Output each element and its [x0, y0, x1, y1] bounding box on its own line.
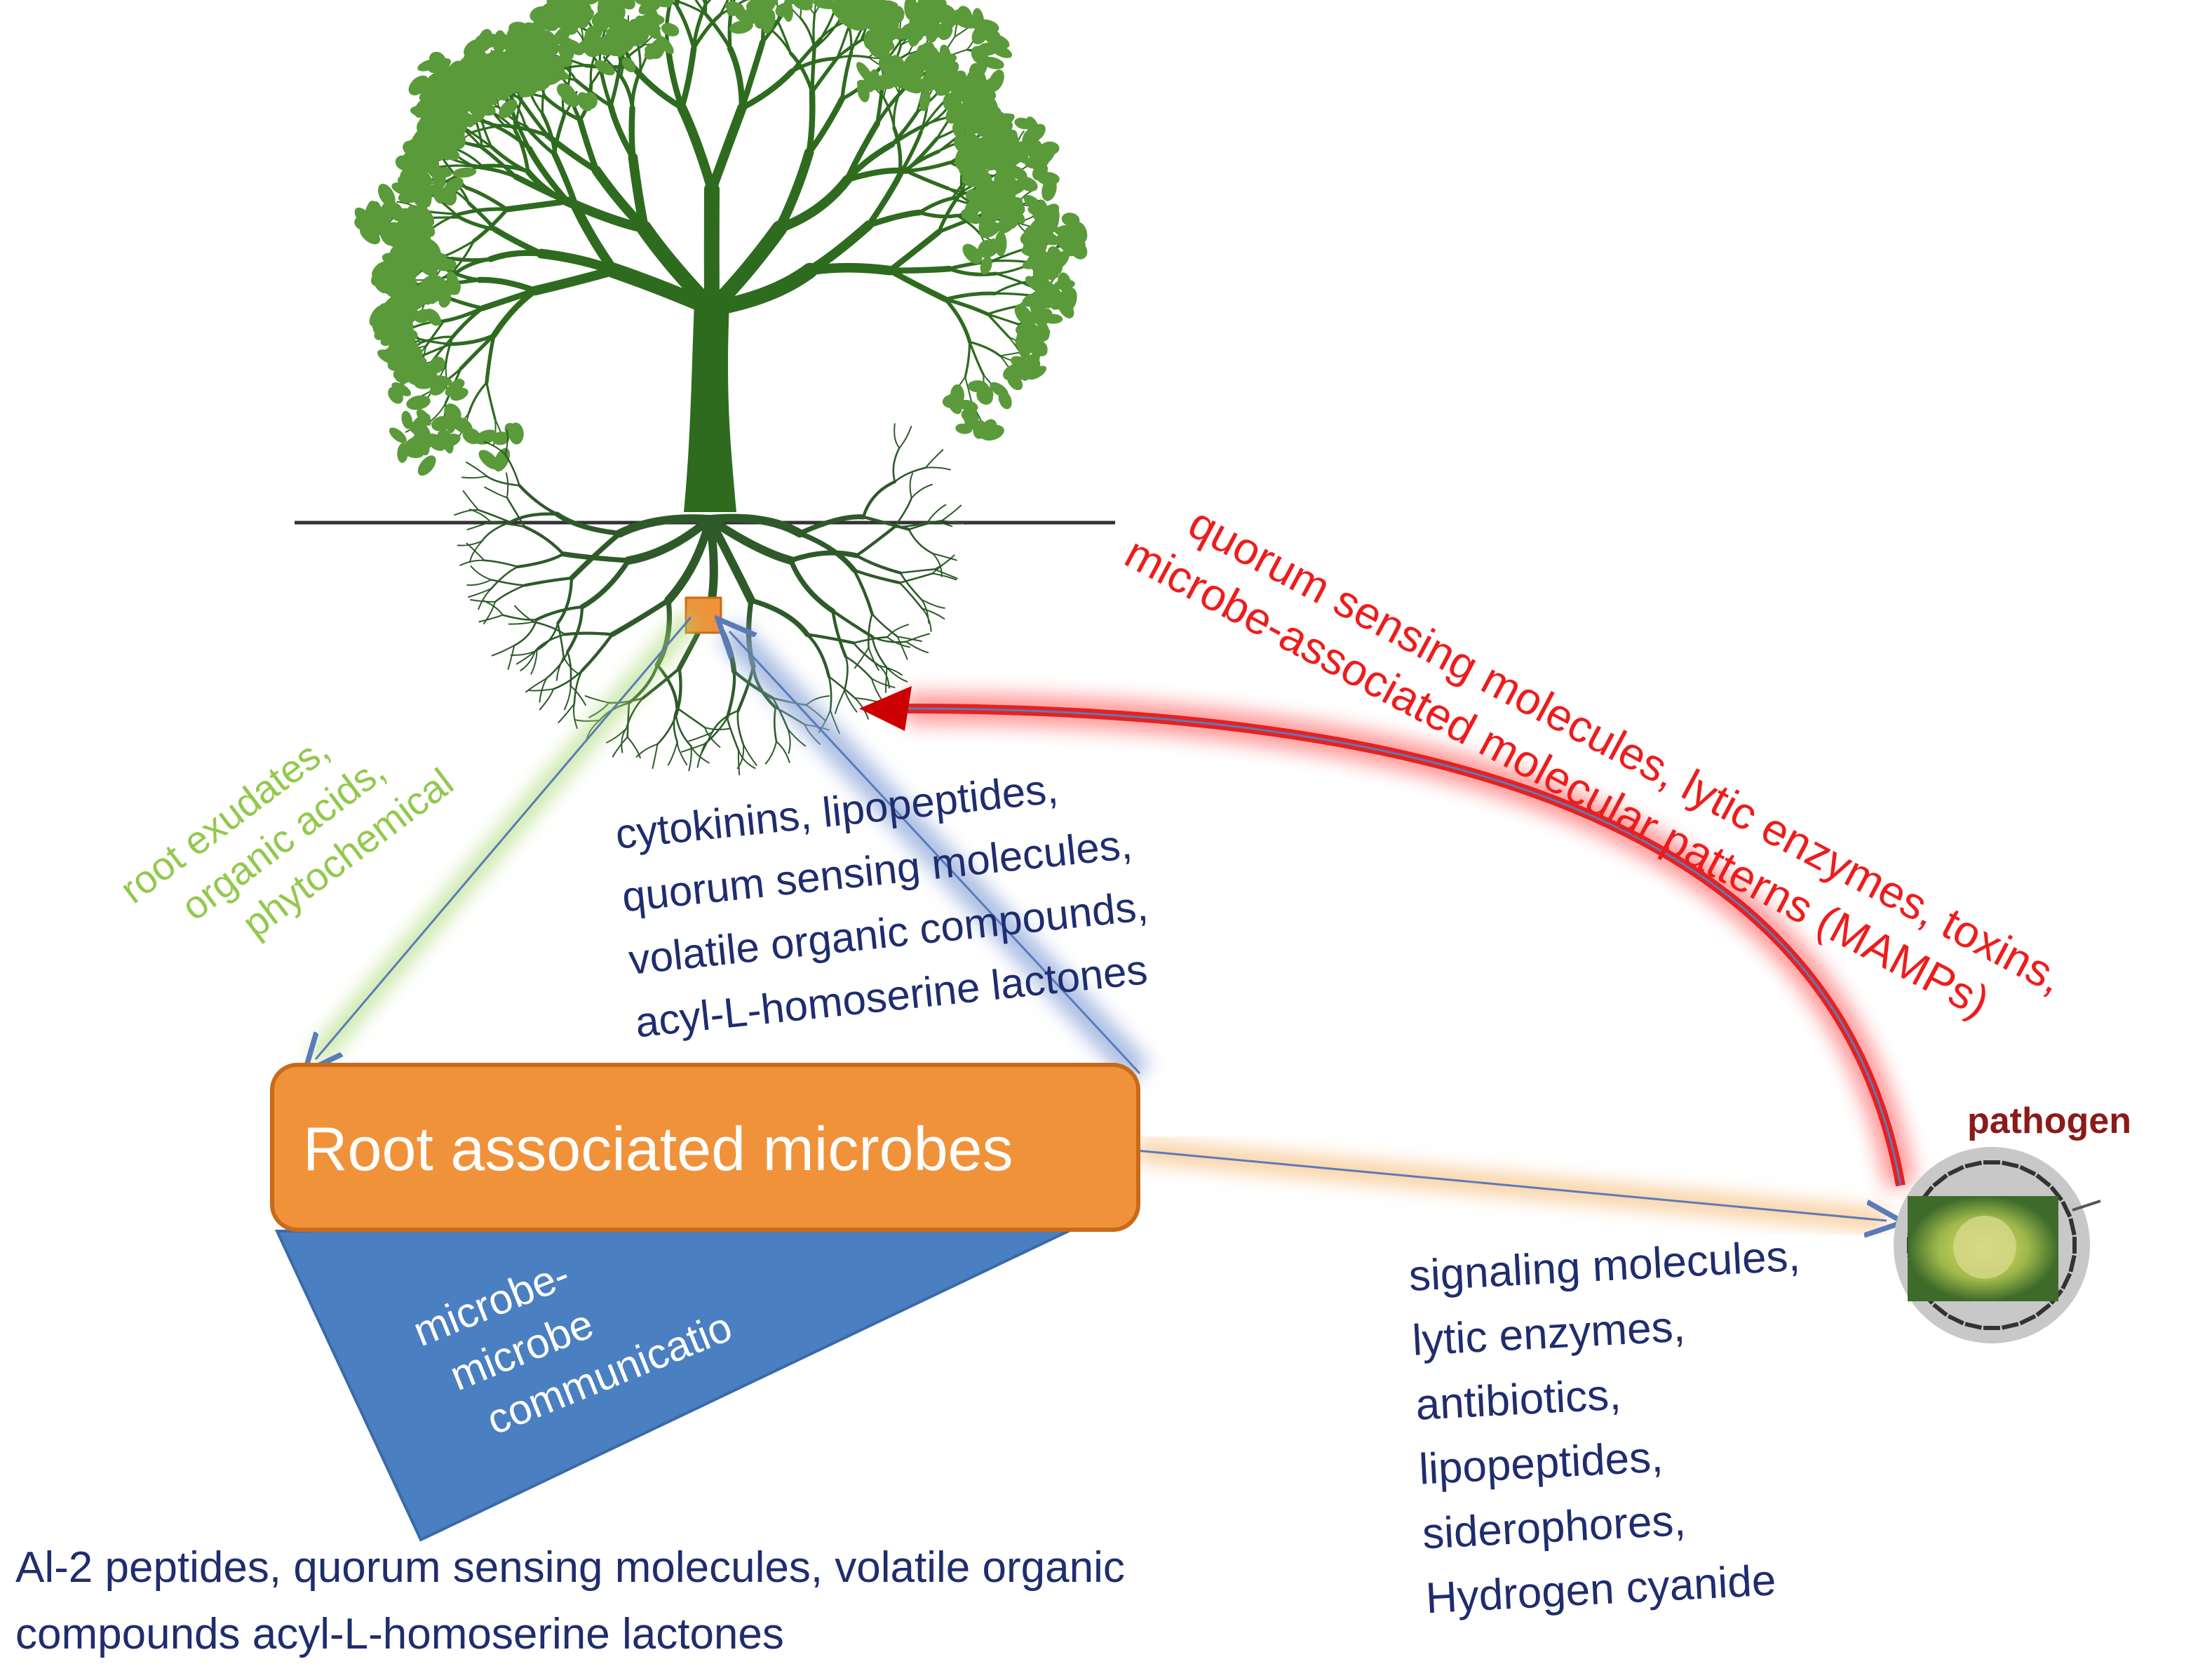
red-arrow: [859, 686, 1916, 1188]
communication-triangle: [274, 1219, 1091, 1542]
svg-text:lipopeptides,: lipopeptides,: [1418, 1432, 1664, 1494]
svg-text:microbe-associated molecular p: microbe-associated molecular patterns (M…: [1117, 527, 1997, 1027]
blue-arrow: [729, 631, 1150, 1083]
tree-icon: [354, 0, 1088, 776]
orange-arrow: [1135, 1140, 1887, 1221]
green-arrow: [316, 611, 698, 1059]
svg-text:antibiotics,: antibiotics,: [1415, 1370, 1622, 1429]
svg-text:lytic enzymes,: lytic enzymes,: [1411, 1303, 1686, 1365]
pathogen-to-plant-text: quorum sensing molecules, lytic enzymes,…: [1117, 497, 2072, 1028]
bottom-text-line-2: compounds acyl-L-homoserine lactones: [15, 1610, 784, 1658]
root-microbes-box: [270, 1063, 1140, 1232]
svg-text:signaling molecules,: signaling molecules,: [1408, 1232, 1801, 1301]
pathogen-icon: [1894, 1147, 2101, 1343]
svg-text:siderophores,: siderophores,: [1421, 1496, 1687, 1559]
microbe-to-pathogen-text: signaling molecules, lytic enzymes, anti…: [1408, 1232, 1801, 1623]
root-microbes-label: Root associated microbes: [303, 1114, 1013, 1183]
bottom-text-line-1: Al-2 peptides, quorum sensing molecules,…: [15, 1543, 1125, 1592]
pathogen-label: pathogen: [1967, 1101, 2131, 1141]
svg-text:Hydrogen cyanide: Hydrogen cyanide: [1424, 1556, 1777, 1623]
